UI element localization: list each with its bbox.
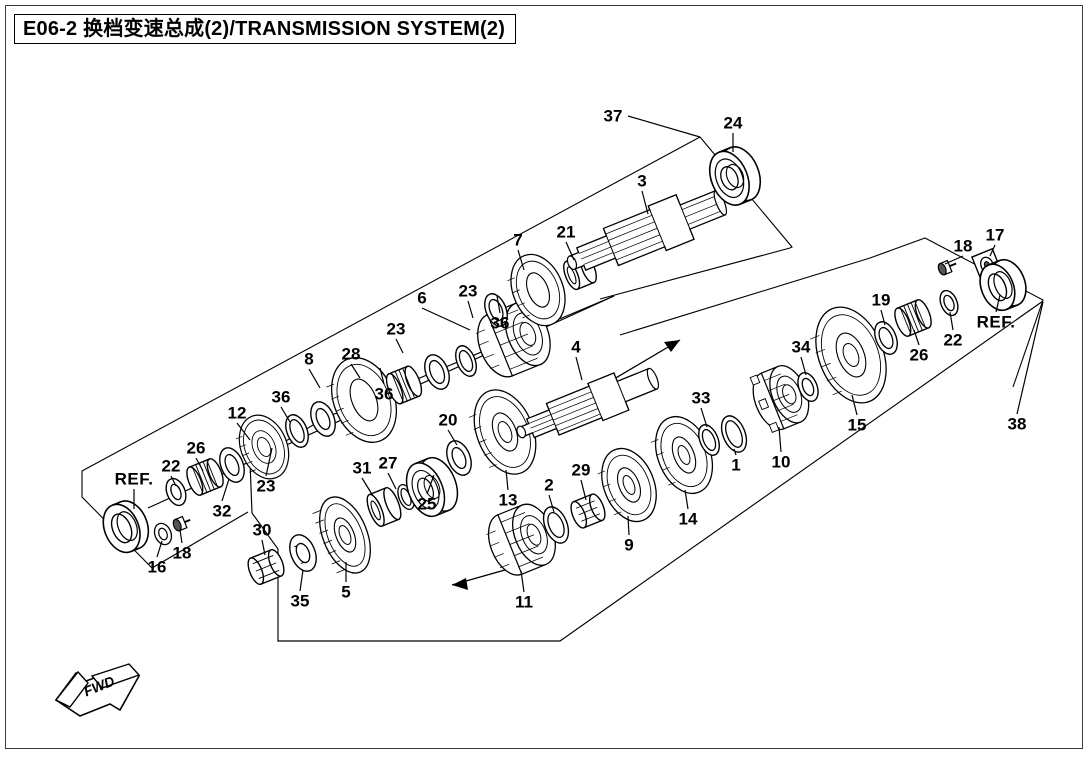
callout-31[interactable]: 31 (352, 458, 372, 478)
part-36-washer-c (484, 293, 508, 327)
reference-marker-left: REF. (114, 469, 154, 489)
callout-32[interactable]: 32 (212, 501, 232, 521)
reference-marker-right: REF. (976, 312, 1016, 332)
callout-20[interactable]: 20 (438, 410, 458, 430)
callout-17[interactable]: 17 (985, 225, 1005, 245)
ref-bearing-left (102, 500, 150, 554)
callout-28[interactable]: 28 (341, 344, 361, 364)
callout-15[interactable]: 15 (847, 415, 867, 435)
part-32-washer (219, 447, 245, 483)
title-box: E06-2 换档变速总成(2)/TRANSMISSION SYSTEM(2) (14, 14, 517, 44)
part-4-counter-shaft (516, 367, 660, 439)
callout-19[interactable]: 19 (871, 290, 891, 310)
part-31-collar (366, 486, 402, 528)
callout-1[interactable]: 1 (731, 455, 741, 475)
callout-18-a[interactable]: 18 (172, 543, 192, 563)
part-23-snap-ring-b (455, 345, 477, 377)
part-28-needle-bearing (385, 365, 423, 405)
page-title: E06-2 换档变速总成(2)/TRANSMISSION SYSTEM(2) (23, 18, 506, 40)
part-8-gear (326, 357, 397, 443)
callout-10[interactable]: 10 (771, 452, 791, 472)
callout-36-b[interactable]: 36 (374, 384, 394, 404)
callout-30[interactable]: 30 (252, 520, 272, 540)
ref-bearing-right (979, 258, 1027, 312)
callout-34[interactable]: 34 (791, 337, 811, 357)
callout-9[interactable]: 9 (624, 535, 634, 555)
callout-12[interactable]: 12 (227, 403, 247, 423)
part-18-bolt (172, 515, 191, 532)
callout-7[interactable]: 7 (513, 230, 523, 250)
part-18-bolt-b (937, 259, 957, 276)
callout-22-a[interactable]: 22 (161, 456, 181, 476)
part-36-washer-a (310, 401, 336, 437)
callout-14[interactable]: 14 (678, 509, 698, 529)
part-5-sprocket (312, 496, 371, 574)
callout-29[interactable]: 29 (571, 460, 591, 480)
part-34-ring (797, 371, 819, 403)
callout-27[interactable]: 27 (378, 453, 398, 473)
callout-22-b[interactable]: 22 (943, 330, 963, 350)
callout-8[interactable]: 8 (304, 349, 314, 369)
callout-23-c[interactable]: 23 (256, 476, 276, 496)
fwd-marker (54, 663, 141, 717)
callout-35[interactable]: 35 (290, 591, 310, 611)
part-16-nut (153, 522, 173, 546)
callout-13[interactable]: 13 (498, 490, 518, 510)
callout-2[interactable]: 2 (544, 475, 554, 495)
part-10-dog-gear (749, 365, 810, 433)
part-9-gear (597, 447, 657, 523)
part-1-ring (720, 415, 748, 453)
part-7-gear (507, 253, 566, 327)
part-13-gear (468, 389, 537, 475)
callout-4[interactable]: 4 (571, 337, 581, 357)
part-36-washer-b (424, 354, 450, 390)
part-35-washer (289, 534, 317, 572)
part-20-washer (446, 440, 472, 476)
part-25-bearing (405, 456, 459, 518)
part-22-washer-b (939, 289, 959, 317)
part-33-snap-ring (698, 424, 720, 456)
callout-38[interactable]: 38 (1007, 414, 1027, 434)
leader-lines (133, 115, 1044, 593)
part-24-bearing (708, 146, 762, 206)
part-26-needle-bearing-b (894, 299, 932, 337)
part-29-bushing (570, 493, 606, 529)
callout-36-a[interactable]: 36 (490, 313, 510, 333)
callout-26-b[interactable]: 26 (909, 345, 929, 365)
callout-36-c[interactable]: 36 (271, 387, 291, 407)
part-22-washer (165, 477, 187, 507)
callout-5[interactable]: 5 (341, 582, 351, 602)
callout-24[interactable]: 24 (723, 113, 743, 133)
part-12-gear (235, 414, 290, 480)
callout-21[interactable]: 21 (556, 222, 576, 242)
callout-26-a[interactable]: 26 (186, 438, 206, 458)
part-19-washer (874, 321, 898, 355)
callout-3[interactable]: 3 (637, 171, 647, 191)
part-2-ring (542, 506, 570, 544)
callout-25[interactable]: 25 (417, 494, 437, 514)
callout-11[interactable]: 11 (515, 592, 533, 612)
callout-33[interactable]: 33 (691, 388, 711, 408)
part-23-snap-ring-a (285, 414, 309, 448)
part-37-main-shaft (566, 189, 728, 271)
callout-23-a[interactable]: 23 (458, 281, 478, 301)
callout-18-b[interactable]: 18 (953, 236, 973, 256)
part-15-gear (809, 306, 887, 404)
callout-23-b[interactable]: 23 (386, 319, 406, 339)
callout-37[interactable]: 37 (603, 106, 623, 126)
callout-6[interactable]: 6 (417, 288, 427, 308)
callout-16[interactable]: 16 (147, 557, 167, 577)
part-30-nut (247, 548, 285, 586)
